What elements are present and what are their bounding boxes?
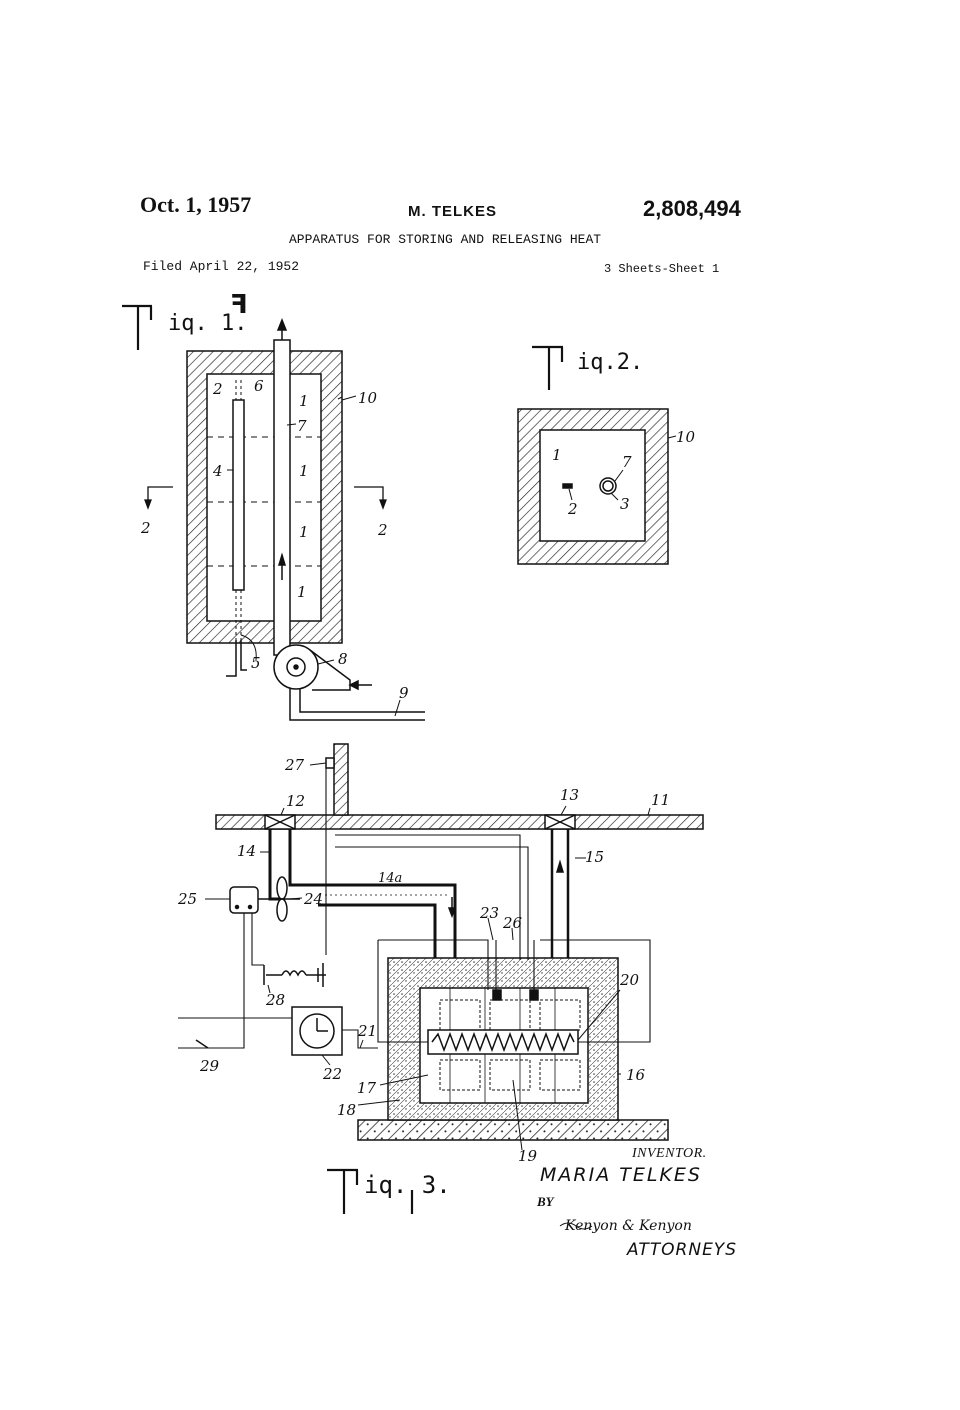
svg-text:15: 15 [585,848,604,866]
inventor-label: INVENTOR. [632,1146,707,1161]
signature-text: Kenyon & Kenyon [564,1218,692,1234]
svg-text:25: 25 [177,890,197,908]
svg-text:3: 3 [620,495,630,513]
figure-2 [517,345,677,565]
svg-text:29: 29 [199,1057,220,1075]
patent-title: APPARATUS FOR STORING AND RELEASING HEAT [289,232,602,247]
svg-text:1: 1 [552,446,562,464]
sheet-count: 3 Sheets-Sheet 1 [604,262,720,276]
svg-text:28: 28 [265,991,285,1009]
fig2-label-art [532,345,564,390]
attorney-signature: Kenyon & Kenyon [559,1218,692,1234]
fan-motor [229,886,259,914]
svg-text:17: 17 [357,1079,377,1097]
patent-date: Oct. 1, 1957 [140,192,252,217]
svg-text:9: 9 [399,684,409,702]
svg-text:7: 7 [622,453,632,471]
heater-rod [232,399,245,591]
svg-text:19: 19 [518,1147,538,1165]
svg-text:1: 1 [299,392,309,410]
svg-text:20: 20 [619,971,640,989]
svg-text:2: 2 [140,519,151,537]
inventor-name: MARIA TELKES [540,1164,702,1186]
svg-text:12: 12 [286,792,305,810]
figure-3 [178,743,704,1214]
by-label: BY [537,1194,554,1209]
fig3-label-art [327,1168,414,1214]
wall [333,743,349,816]
svg-text:iq.2.: iq.2. [577,350,643,375]
figure-2-refs: iq.2. 10 1 7 3 2 [552,350,696,518]
figure-1-refs: ꟻ iq. 1. 10 1 7 2 6 4 1 1 1 2 2 5 8 9 [140,290,409,702]
svg-text:21: 21 [357,1022,377,1040]
svg-text:2: 2 [212,380,223,398]
svg-text:1: 1 [299,462,309,480]
svg-text:2: 2 [377,521,388,539]
svg-text:27: 27 [284,756,305,774]
attorneys-label: ATTORNEYS [627,1240,737,1260]
svg-text:22: 22 [322,1065,342,1083]
svg-text:14: 14 [237,842,256,860]
svg-text:18: 18 [337,1101,356,1119]
svg-text:2: 2 [567,500,578,518]
inventor-header: M. TELKES [408,203,498,220]
svg-text:26: 26 [502,914,523,932]
svg-text:6: 6 [254,377,264,395]
svg-text:13: 13 [560,786,579,804]
svg-text:iq. 1.: iq. 1. [168,311,247,336]
svg-text:16: 16 [626,1066,646,1084]
air-tube [273,339,291,656]
svg-text:4: 4 [212,462,223,480]
svg-text:24: 24 [303,890,323,908]
fig1-label-art [122,304,153,350]
floor [215,814,704,830]
filed-date: Filed April 22, 1952 [143,259,300,274]
svg-text:1: 1 [299,523,309,541]
housing-cavity [206,373,322,622]
patent-number: 2,808,494 [643,196,741,221]
svg-text:11: 11 [651,791,670,809]
svg-text:10: 10 [676,428,696,446]
svg-text:7: 7 [297,417,307,435]
svg-text:23: 23 [479,904,499,922]
svg-text:14a: 14a [378,871,402,886]
svg-text:1: 1 [297,583,307,601]
svg-text:iq. 3.: iq. 3. [364,1171,451,1199]
base [357,1119,669,1141]
svg-text:5: 5 [251,654,261,672]
svg-text:10: 10 [358,389,378,407]
svg-text:8: 8 [338,650,348,668]
figure-3-refs: 27 12 13 11 14 15 14a 25 24 23 26 20 28 … [177,756,670,1199]
svg-text:ꟻ: ꟻ [230,290,248,320]
figure-1 [122,304,425,721]
